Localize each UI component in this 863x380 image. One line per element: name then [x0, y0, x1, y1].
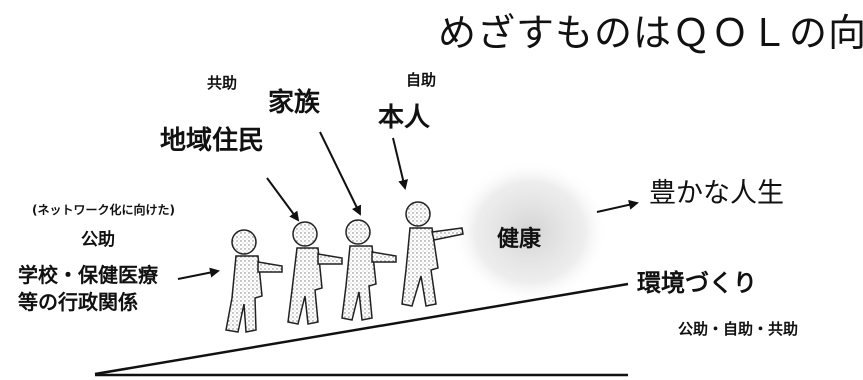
label-kyojo: 共助: [207, 74, 238, 92]
label-yutaka-na-jinsei: 豊かな人生: [649, 178, 784, 209]
figure-4: [401, 201, 464, 307]
health-glow: [452, 160, 608, 304]
label-jijo: 自助: [406, 71, 437, 89]
figure-1: [225, 229, 283, 333]
label-gakko-line1: 学校・保健医療: [18, 263, 158, 287]
figure-3: [341, 219, 397, 321]
page-title: めざすものはＱＯＬの向上: [438, 11, 863, 55]
label-gakko-line2: 等の行政関係: [18, 290, 138, 314]
label-kazoku: 家族: [268, 88, 321, 118]
label-chiiki-jumin: 地域住民: [160, 126, 265, 156]
arrow-kazoku: [319, 131, 361, 216]
arrow-chiiki: [266, 177, 300, 222]
arrow-honnin: [392, 137, 408, 190]
label-kankyo-zukuri: 環境づくり: [637, 269, 757, 297]
arrow-gakko: [177, 267, 220, 280]
slope: [94, 282, 629, 377]
label-network: (ネットワーク化に向けた): [32, 203, 175, 217]
arrow-yutaka: [596, 199, 639, 213]
label-kojo: 公助: [81, 230, 115, 250]
label-kojo-jijo-kyojo: 公助・自助・共助: [678, 320, 799, 338]
figure-2: [287, 221, 343, 325]
label-honnin: 本人: [378, 103, 431, 133]
label-kenko: 健康: [497, 227, 542, 252]
arrows: [177, 131, 639, 280]
figure-group: [225, 201, 464, 333]
